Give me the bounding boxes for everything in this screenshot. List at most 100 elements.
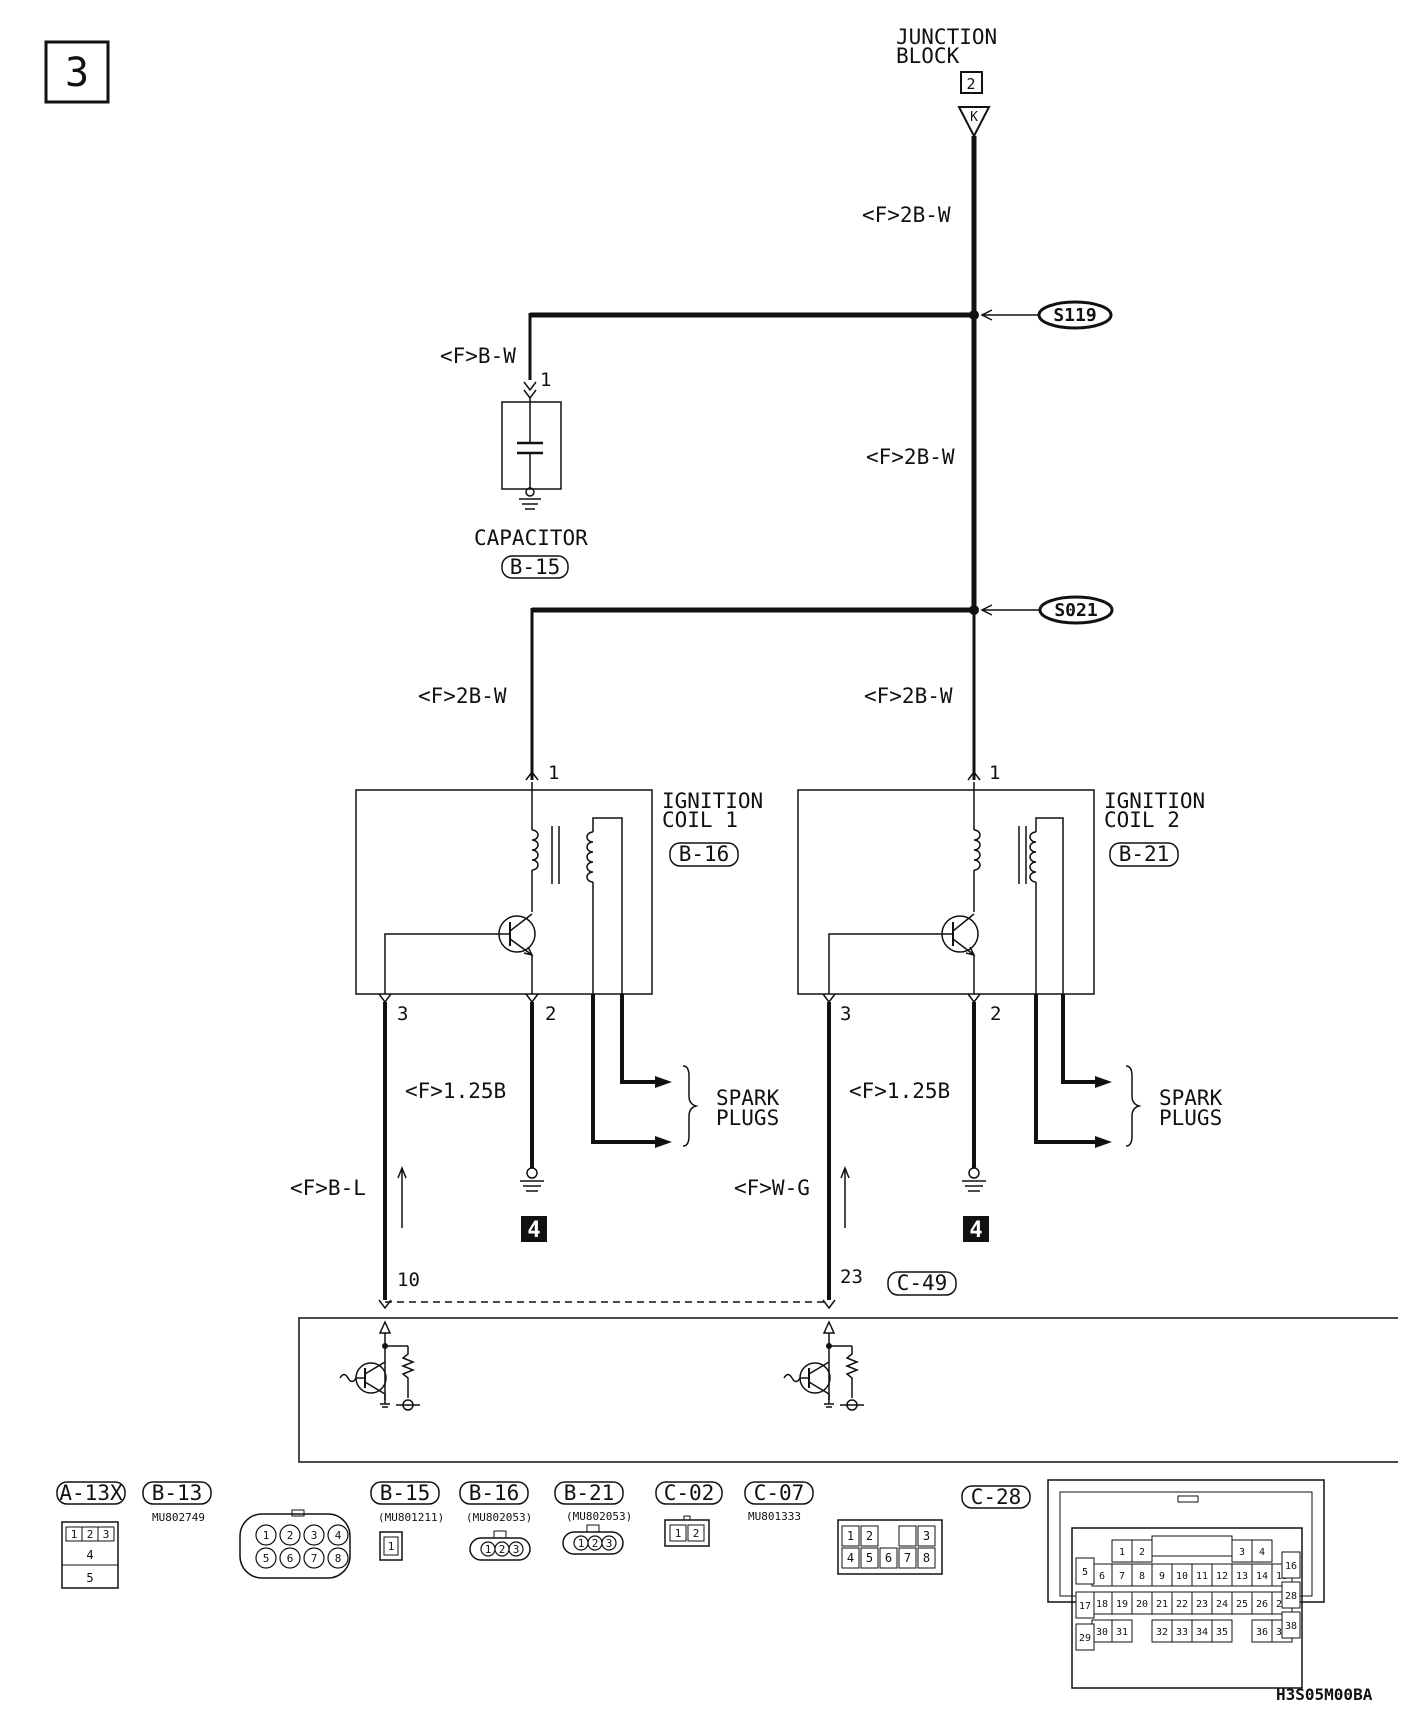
splice-s119: S119 <box>980 300 1113 330</box>
b13-pin-cell <box>279 1547 301 1569</box>
b16-pin: 1 <box>485 1543 492 1556</box>
coil2-pin-signal: 3 <box>840 1003 851 1025</box>
b21-pin-cell <box>601 1535 617 1551</box>
c28-pin: 26 <box>1256 1599 1268 1610</box>
coil2-title-1: IGNITION <box>1104 789 1205 813</box>
c28-pin: 18 <box>1096 1599 1108 1610</box>
c07-cell <box>841 1547 860 1569</box>
coil2-connector: B-21 <box>1119 842 1170 866</box>
section-number-box: 3 <box>44 40 110 104</box>
c28-cell <box>1281 1581 1301 1609</box>
c07-pin: 7 <box>904 1551 911 1565</box>
connector-b15-label: B-15 <box>380 1481 431 1505</box>
b13-pin: 3 <box>311 1529 318 1542</box>
c28-pin: 20 <box>1136 1599 1148 1610</box>
b13-pin: 2 <box>287 1529 294 1542</box>
a13x-pin: 1 <box>71 1528 78 1541</box>
c28-pin: 34 <box>1196 1627 1208 1638</box>
c28-pin: 8 <box>1139 1571 1145 1582</box>
c28-pin: 5 <box>1082 1567 1088 1578</box>
b13-pin: 7 <box>311 1552 318 1565</box>
c07-pin: 2 <box>866 1529 873 1543</box>
splice-s119-label: S119 <box>1053 305 1096 326</box>
capacitor-connector: B-15 <box>510 555 561 579</box>
b13-pin-cell <box>303 1524 325 1546</box>
b16-pin: 2 <box>499 1543 506 1556</box>
c28-cell <box>1075 1591 1095 1619</box>
coil2-signal-wire: <F>W-G 23 C-49 <box>734 1002 957 1300</box>
c28-pin: 28 <box>1285 1591 1297 1602</box>
b21-pin: 1 <box>578 1537 585 1550</box>
ecu-pin-coil2: 23 <box>840 1266 863 1288</box>
coil2-pin-feed: 1 <box>989 762 1000 784</box>
c07-pin: 5 <box>866 1551 873 1565</box>
ground-point-4-icon <box>963 1216 989 1242</box>
connector-a13x-label: A-13X <box>59 1481 123 1505</box>
a13x-pin: 2 <box>87 1528 94 1541</box>
c07-pin: 6 <box>885 1551 892 1565</box>
a13x-pin: 4 <box>86 1548 93 1562</box>
connector-b21-part: (MU802053) <box>566 1510 632 1523</box>
c28-pin: 24 <box>1216 1599 1228 1610</box>
coil1-pin-signal: 3 <box>397 1003 408 1025</box>
a13x-pin: 5 <box>86 1571 93 1585</box>
junction-block-terminal: K <box>970 110 978 125</box>
b21-pin: 2 <box>592 1537 599 1550</box>
c07-cell <box>879 1547 898 1569</box>
c28-pin: 19 <box>1116 1599 1128 1610</box>
b13-pin-cell <box>327 1524 349 1546</box>
c28-pin: 36 <box>1256 1627 1268 1638</box>
b16-pin-cell <box>508 1541 524 1557</box>
spark-plugs-1-line2: PLUGS <box>716 1106 779 1130</box>
coil2-ground-wire: <F>1.25B 4 <box>849 1002 989 1243</box>
ecu-module <box>298 1317 1398 1463</box>
connector-c07-label: C-07 <box>754 1481 805 1505</box>
c28-pin: 35 <box>1216 1627 1228 1638</box>
ignition-coil-2: 1 IGNITION COIL 2 B-21 3 2 <box>797 762 1205 1148</box>
c28-cell <box>1075 1557 1095 1585</box>
c28-pin: 16 <box>1285 1561 1297 1572</box>
coil1-connector: B-16 <box>679 842 730 866</box>
c28-pin: 23 <box>1196 1599 1208 1610</box>
connector-c28-label: C-28 <box>971 1485 1022 1509</box>
connector-a13x: A-13X 1 2 3 4 5 <box>56 1481 126 1589</box>
b13-pin-cell <box>303 1547 325 1569</box>
wire-label-coil2-feed: <F>2B-W <box>864 684 953 708</box>
wire-label-jb-s119: <F>2B-W <box>862 203 951 227</box>
a13x-pin: 3 <box>103 1528 110 1541</box>
junction-block-label-2: BLOCK <box>896 44 960 68</box>
coil2-pin-ground: 2 <box>990 1003 1001 1025</box>
ignition-coil-1: 1 IGNITION COIL 1 B-16 3 2 <box>355 762 763 1148</box>
connector-b16-part: (MU802053) <box>466 1511 532 1524</box>
c28-pin: 10 <box>1176 1571 1188 1582</box>
capacitor: 1 CAPACITOR B-15 <box>474 369 588 579</box>
c28-pin: 1 <box>1119 1547 1125 1558</box>
c28-pin: 9 <box>1159 1571 1165 1582</box>
c28-cell <box>1111 1619 1133 1643</box>
c28-pin: 7 <box>1119 1571 1125 1582</box>
c07-cell <box>898 1525 917 1547</box>
c28-pin: 4 <box>1259 1547 1265 1558</box>
spark-plugs-1-line1: SPARK <box>716 1086 780 1110</box>
c07-cell <box>917 1547 936 1569</box>
c28-pin: 21 <box>1156 1599 1168 1610</box>
wire-label-s119-s021: <F>2B-W <box>866 445 955 469</box>
c07-cell <box>860 1547 879 1569</box>
c07-cell <box>841 1525 860 1547</box>
b13-pin-cell <box>327 1547 349 1569</box>
ecu-connector: C-49 <box>897 1271 948 1295</box>
c07-cell <box>860 1525 879 1547</box>
coil1-ground-number: 4 <box>527 1218 540 1243</box>
section-number: 3 <box>65 50 89 96</box>
c02-pin: 1 <box>675 1527 682 1540</box>
c28-pin: 3 <box>1239 1547 1245 1558</box>
c28-pin: 17 <box>1079 1601 1091 1612</box>
capacitor-pin: 1 <box>540 369 551 391</box>
c28-pin: 11 <box>1196 1571 1208 1582</box>
spark-plugs-2: SPARK PLUGS <box>1125 1065 1223 1147</box>
coil1-ground-wire: <F>1.25B 4 <box>405 1002 547 1243</box>
